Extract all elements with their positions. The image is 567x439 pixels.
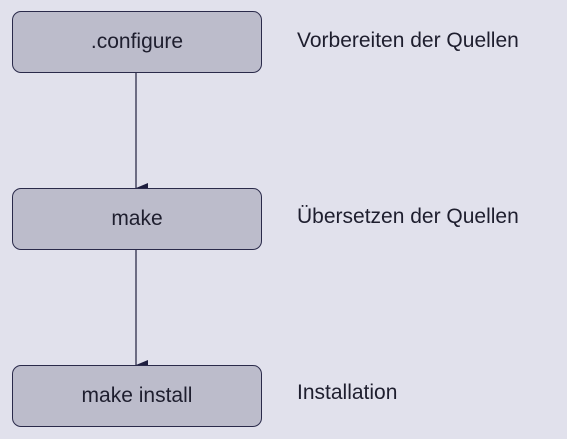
step-description-make-install: Installation [297,381,398,404]
step-box-make-install: make install [12,365,262,427]
step-command-label: .configure [90,30,184,53]
step-box-make: make [12,188,262,250]
step-description-make: Übersetzen der Quellen [297,205,519,228]
step-description-configure: Vorbereiten der Quellen [297,29,519,52]
step-command-label: make [111,207,163,230]
step-box-configure: .configure [12,11,262,73]
step-command-label: make install [81,384,193,407]
